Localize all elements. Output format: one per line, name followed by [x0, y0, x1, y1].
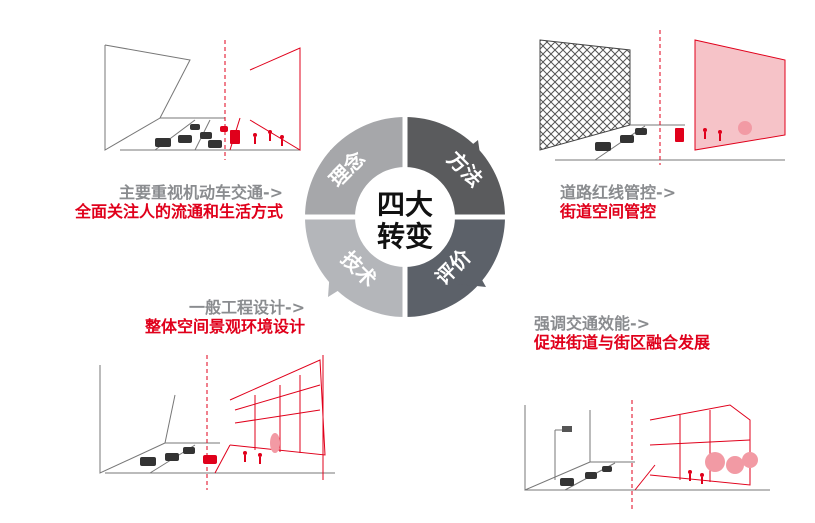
shift-new-top-left: 全面关注人的流通和生活方式 [74, 202, 283, 222]
segment-method [405, 117, 505, 217]
street-sketch-bottom-left [99, 355, 335, 490]
shift-label-top-right: 道路红线管控-> 街道空间管控 [560, 183, 676, 221]
arrow-tip-bottom-right [458, 262, 486, 287]
shift-new-top-right: 街道空间管控 [560, 202, 657, 222]
cycle-diagram: 理念 方法 评价 技术 四大 转变 [300, 112, 510, 322]
center-title-line1: 四大 [377, 188, 433, 221]
arrow-tip-top-left [330, 150, 355, 172]
center-title-line2: 转变 [377, 220, 433, 253]
shift-label-bottom-right: 强调交通效能-> 促进街道与街区融合发展 [534, 314, 710, 352]
arrow-tip-top-right [458, 140, 482, 168]
arrow-tip-bottom-left [328, 270, 352, 297]
street-sketch-top-left [104, 40, 301, 160]
shift-label-top-left: 主要重视机动车交通-> 全面关注人的流通和生活方式 [75, 183, 283, 221]
shift-old-top-left: 主要重视机动车交通-> [118, 183, 283, 202]
shift-old-top-right: 道路红线管控-> [560, 183, 677, 202]
shift-label-bottom-left: 一般工程设计-> 整体空间景观环境设计 [145, 298, 305, 336]
shift-old-bottom-left: 一般工程设计-> [188, 298, 305, 317]
segment-concept [305, 117, 405, 217]
shift-new-bottom-left: 整体空间景观环境设计 [144, 317, 305, 337]
shift-old-bottom-right: 强调交通效能-> [534, 314, 651, 333]
segment-technology [305, 217, 405, 317]
shift-new-bottom-right: 促进街道与街区融合发展 [534, 333, 711, 353]
street-sketch-top-right [539, 30, 786, 165]
street-sketch-bottom-right [524, 400, 770, 510]
segment-evaluation [405, 217, 505, 317]
